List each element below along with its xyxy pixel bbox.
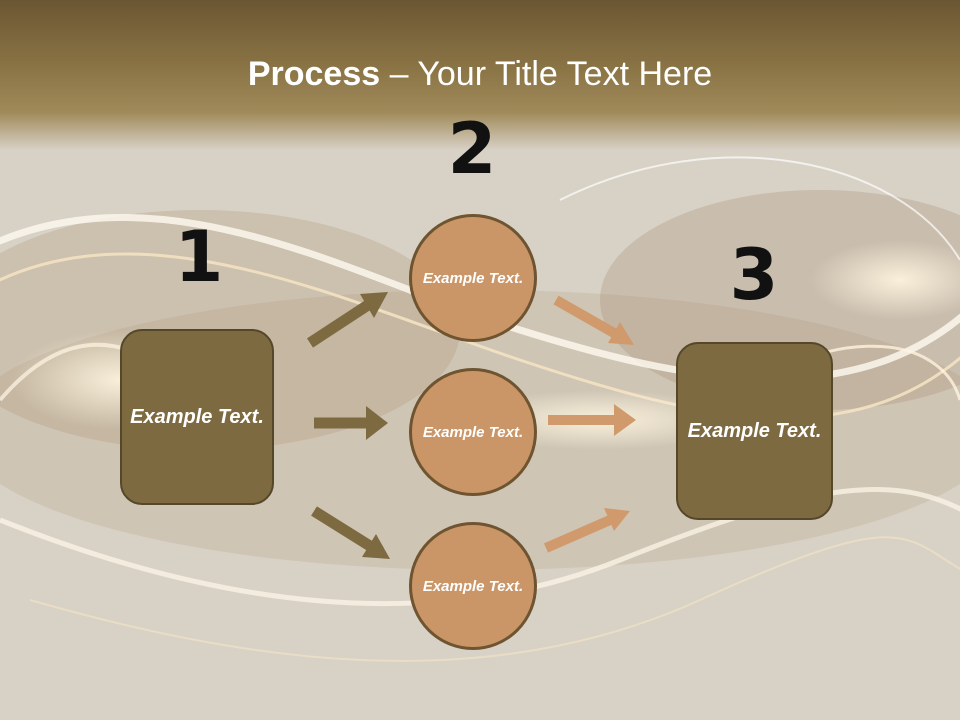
step-1-box-text: Example Text. bbox=[130, 405, 264, 428]
arrow-1-to-middle bbox=[314, 406, 388, 440]
title-band bbox=[0, 0, 960, 150]
step-number-3: 3 bbox=[729, 234, 779, 316]
arrow-middle-to-3 bbox=[548, 404, 636, 436]
arrow-1-to-top bbox=[306, 292, 388, 348]
step-number-1: 1 bbox=[174, 216, 224, 298]
step-3-box-text: Example Text. bbox=[687, 419, 822, 442]
title-rest: – Your Title Text Here bbox=[380, 55, 713, 93]
arrow-1-to-bottom bbox=[311, 506, 390, 559]
step-2-circle-middle: Example Text. bbox=[409, 368, 537, 496]
step-2-circle-bottom-text: Example Text. bbox=[422, 577, 524, 595]
step-2-circle-bottom: Example Text. bbox=[409, 522, 537, 650]
step-2-circle-top-text: Example Text. bbox=[422, 269, 524, 287]
step-1-box: Example Text. bbox=[120, 329, 274, 505]
title-bold: Process bbox=[247, 55, 381, 93]
step-2-circle-top: Example Text. bbox=[409, 214, 537, 342]
arrow-top-to-3 bbox=[553, 295, 634, 345]
step-2-circle-middle-text: Example Text. bbox=[422, 423, 524, 441]
arrow-bottom-to-3 bbox=[543, 508, 630, 553]
slide-title: Process – Your Title Text Here bbox=[0, 52, 960, 96]
step-3-box: Example Text. bbox=[676, 342, 833, 520]
step-number-2: 2 bbox=[447, 108, 497, 190]
